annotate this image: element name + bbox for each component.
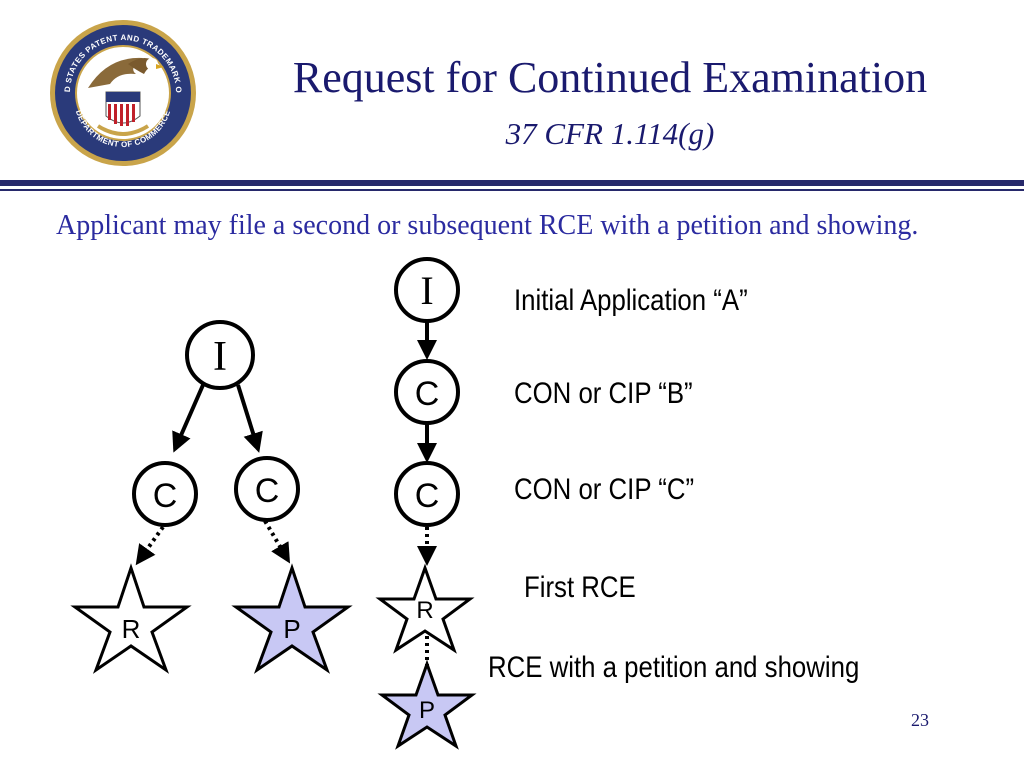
left-node-con-1-label: C: [153, 477, 178, 515]
right-node-con-b: C: [394, 359, 460, 425]
right-star-rce: R: [375, 563, 475, 654]
label-con-cip-b: CON or CIP “B”: [514, 376, 693, 409]
left-node-initial: I: [185, 320, 255, 390]
page-subtitle: 37 CFR 1.114(g): [505, 116, 715, 151]
uspto-seal-logo: UNITED STATES PATENT AND TRADEMARK OFFIC…: [48, 18, 196, 166]
left-star-petition-label: P: [283, 614, 300, 644]
right-node-initial-label: I: [420, 268, 433, 313]
label-rce-petition: RCE with a petition and showing: [488, 650, 859, 683]
edge-i-to-c1: [172, 384, 205, 453]
left-star-petition: P: [231, 563, 353, 674]
chain-labels: Initial Application “A” CON or CIP “B” C…: [488, 283, 859, 683]
right-node-con-b-label: C: [415, 375, 440, 413]
left-tree: I C C R P: [70, 320, 353, 674]
label-first-rce: First RCE: [524, 570, 636, 603]
right-star-petition-label: P: [419, 697, 435, 724]
right-chain: I C C R P: [375, 257, 477, 750]
left-node-con-2: C: [234, 456, 300, 522]
edge-c2-to-p: [263, 519, 291, 564]
right-node-con-c-label: C: [415, 477, 440, 515]
intro-text: Applicant may file a second or subsequen…: [56, 210, 919, 241]
edge-i-to-c2: [236, 384, 263, 453]
label-initial-application: Initial Application “A”: [514, 283, 748, 316]
left-node-con-2-label: C: [255, 472, 280, 510]
page-title: Request for Continued Examination: [292, 53, 928, 102]
left-star-rce-label: R: [122, 614, 141, 644]
header-divider-thin: [0, 189, 1024, 191]
edge-c1-to-r: [135, 525, 165, 566]
right-star-petition: P: [377, 659, 477, 750]
header-divider: [0, 180, 1024, 186]
right-star-rce-label: R: [416, 597, 433, 624]
left-node-initial-label: I: [213, 334, 227, 380]
label-con-cip-c: CON or CIP “C”: [514, 472, 694, 505]
left-node-con-1: C: [132, 461, 198, 527]
page-number: 23: [911, 710, 929, 730]
left-star-rce: R: [70, 563, 192, 674]
right-node-initial: I: [394, 257, 460, 323]
right-node-con-c: C: [394, 461, 460, 527]
